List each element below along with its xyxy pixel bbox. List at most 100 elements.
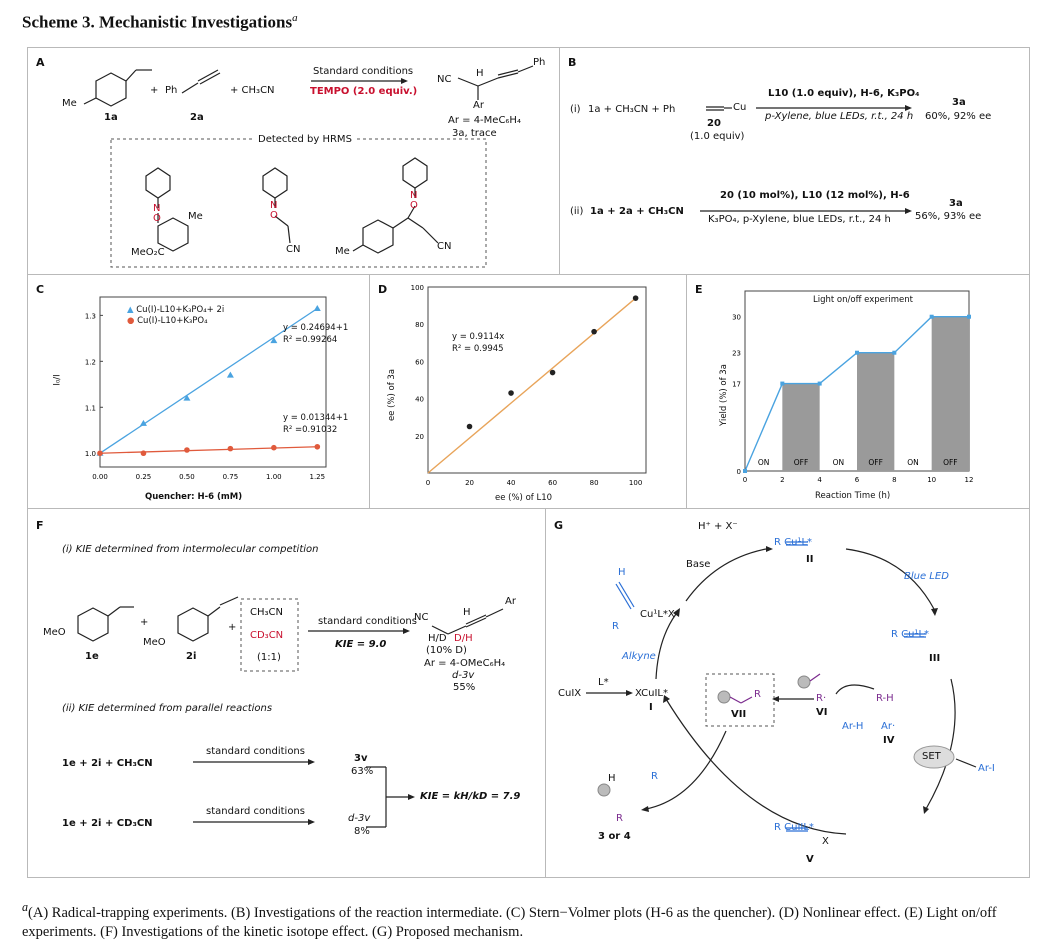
c-xtick-label: 0.25 [136, 473, 152, 481]
product-h: H [476, 68, 484, 79]
c-xtick-label: 0.75 [223, 473, 239, 481]
c-xtick-label: 0.50 [179, 473, 195, 481]
d-plot-frame [427, 286, 647, 474]
f-kie-9: KIE = 9.0 [335, 639, 387, 650]
f-prod-nc: NC [414, 612, 429, 623]
f-arrow-top: standard conditions [318, 616, 417, 627]
g-hx: H⁺ + X⁻ [698, 521, 738, 532]
c-ytick-label: 1.1 [85, 404, 96, 412]
adduct1-n: N [153, 203, 161, 214]
c-ylabel: I₀/I [52, 374, 63, 386]
scheme-title: Scheme 3. Mechanistic Investigationsa [22, 12, 298, 32]
e-xtick-label: 10 [927, 476, 936, 484]
g-cpd4-num: IV [883, 735, 895, 746]
c-ytick-label: 1.3 [85, 312, 96, 320]
b-i-yield: 60%, 92% ee [925, 111, 992, 122]
e-on-off-label: ON [758, 458, 770, 467]
g-set: SET [922, 751, 941, 762]
d-point [508, 390, 514, 396]
c-point-triangle [313, 304, 321, 311]
e-point [929, 314, 934, 319]
f-prod-dh: D/H [454, 633, 473, 644]
b-i-reactants: 1a + CH₃CN + Ph [588, 104, 676, 115]
e-point [967, 314, 971, 319]
d-point [632, 295, 639, 301]
panel-b: B (i) 1a + CH₃CN + Ph Cu 20 (1.0 equiv) … [559, 47, 1030, 275]
g-arh: Ar-H [842, 721, 864, 732]
g-cpd3: R Cu¹L* [891, 629, 930, 640]
c-eq1: y = 0.24694+1 [283, 323, 349, 333]
f-i-title: (i) KIE determined from intermolecular c… [62, 544, 319, 555]
d-ytick-label: 60 [415, 358, 424, 366]
d-xtick-label: 40 [507, 479, 516, 487]
f-prod-pct: (10% D) [426, 645, 467, 656]
adduct2-n: N [270, 200, 278, 211]
f-prod-hd: H/D [428, 633, 447, 644]
b-ii-conditions-bottom: K₃PO₄, p-Xylene, blue LEDs, r.t., 24 h [708, 214, 891, 225]
panel-g-label: G [554, 519, 564, 532]
c-fit-line [99, 446, 318, 454]
d-ylabel: ee (%) of 3a [387, 368, 398, 422]
g-xcul: XCuIL* [635, 688, 668, 699]
styrene-structure [83, 65, 534, 268]
g-rh: R-H [876, 693, 894, 704]
d-ytick-label: 40 [415, 396, 424, 404]
c-point-triangle [183, 394, 191, 401]
c-xtick-label: 1.00 [266, 473, 282, 481]
g-cpd3-num: III [929, 653, 941, 664]
g-r-vii: R [754, 689, 761, 700]
c-r1: R² =0.99264 [283, 335, 338, 345]
g-h-alk: H [618, 567, 626, 578]
c-plot-frame [99, 296, 327, 468]
f-ii-title: (ii) KIE determined from parallel reacti… [62, 703, 273, 714]
g-cpd5-x: X [822, 836, 829, 847]
f-kie-79: KIE = kH/kD = 7.9 [420, 791, 521, 802]
d-xtick-label: 100 [629, 479, 642, 487]
d-xlabel: ee (%) of L10 [495, 493, 553, 503]
figure-caption: a(A) Radical-trapping experiments. (B) I… [22, 900, 997, 940]
compound-1a: 1a [104, 112, 118, 123]
e-xtick-label: 2 [780, 476, 784, 484]
e-xtick-label: 8 [892, 476, 896, 484]
adduct1-me: Me [188, 211, 203, 222]
e-on-off-label: ON [833, 458, 845, 467]
f-prod-h: H [463, 607, 471, 618]
detected-label: Detected by HRMS [254, 134, 356, 145]
panel-c-label: C [36, 283, 45, 296]
g-cpd2-num: II [806, 554, 814, 565]
b-ii-conditions-top: 20 (10 mol%), L10 (12 mol%), H-6 [720, 190, 910, 201]
e-on-off-label: OFF [794, 458, 809, 467]
panel-f-label: F [36, 519, 44, 532]
c-point-triangle [270, 337, 278, 344]
f-prod-ar: Ar [505, 596, 516, 607]
b-arrows [700, 105, 912, 214]
tempo-label: TEMPO (2.0 equiv.) [310, 86, 418, 97]
b-i-product: 3a [952, 97, 966, 108]
adduct3-o: O [410, 200, 418, 211]
adduct1-o: O [153, 213, 161, 224]
g-cpd1-num: I [649, 702, 653, 713]
d-xtick-label: 60 [548, 479, 557, 487]
adduct3-me: Me [335, 246, 350, 257]
e-point [855, 350, 859, 355]
g-blue-led: Blue LED [904, 571, 949, 582]
adduct3-n: N [410, 190, 418, 201]
g-cpd2: R Cu¹L* [774, 537, 813, 548]
b-i-label: (i) [570, 104, 581, 115]
adduct2-o: O [270, 210, 278, 221]
f-reaction2: 1e + 2i + CD₃CN [62, 818, 153, 829]
f-prod-yield: 55% [453, 682, 476, 693]
f-compound-2i: 2i [186, 651, 197, 662]
panel-e-label: E [695, 283, 703, 296]
b-i-conditions-top: L10 (1.0 equiv), H-6, K₃PO₄ [768, 88, 920, 99]
adduct3-cn: CN [437, 241, 452, 252]
e-point [817, 381, 822, 386]
me-label: Me [62, 98, 77, 109]
c-xtick-label: 1.25 [310, 473, 326, 481]
f-box-ch3cn: CH₃CN [250, 607, 283, 618]
